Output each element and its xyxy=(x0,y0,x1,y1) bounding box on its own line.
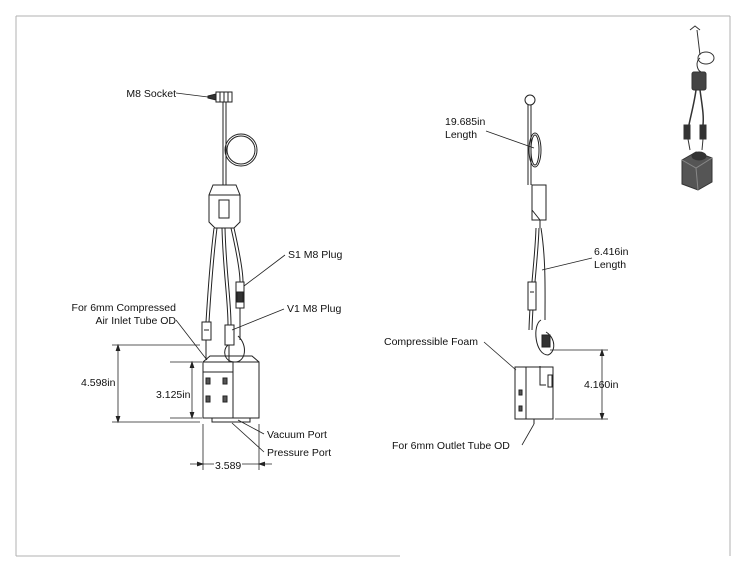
dim-body-height xyxy=(170,360,202,420)
label-compressible-foam: Compressible Foam xyxy=(384,336,478,348)
sheet-border xyxy=(15,15,731,557)
side-view xyxy=(483,94,608,446)
s1-m8-plug xyxy=(235,281,245,340)
side-plug xyxy=(527,281,537,311)
label-air-inlet-line1: For 6mm Compressed xyxy=(71,302,176,314)
thumb-body xyxy=(681,151,713,191)
dim-overall-height xyxy=(112,343,200,424)
side-body xyxy=(514,366,554,424)
splitter-block xyxy=(208,184,241,229)
label-pressure-port: Pressure Port xyxy=(267,447,332,459)
dim-body-width-value: 3.589 xyxy=(214,460,243,472)
side-leaders xyxy=(483,130,593,446)
label-branch-length-value: 6.416in xyxy=(594,246,629,258)
label-vacuum-port: Vacuum Port xyxy=(267,429,327,441)
side-splitter xyxy=(531,184,547,221)
label-m8-socket: M8 Socket xyxy=(126,88,176,100)
dim-body-height-value: 3.125in xyxy=(156,389,191,401)
label-v1-m8-plug: V1 M8 Plug xyxy=(287,303,342,315)
isometric-thumbnail xyxy=(681,25,715,191)
label-s1-m8-plug: S1 M8 Plug xyxy=(288,249,343,261)
side-connector-head xyxy=(524,94,536,106)
v1-m8-plug xyxy=(224,324,235,362)
air-inlet-fitting xyxy=(201,321,212,360)
cable-coil xyxy=(224,133,258,167)
m8-socket-connector xyxy=(207,91,233,103)
front-view xyxy=(112,91,286,470)
label-air-inlet-line2: Air Inlet Tube OD xyxy=(95,315,176,327)
dim-side-height xyxy=(550,348,608,421)
dim-side-height-value: 4.160in xyxy=(584,379,619,391)
side-cable-coil xyxy=(528,132,542,168)
ejector-block xyxy=(202,355,260,423)
label-cable-length-value: 19.685in xyxy=(445,116,486,128)
label-branch-length-word: Length xyxy=(594,259,627,271)
dim-overall-height-value: 4.598in xyxy=(81,377,116,389)
label-outlet-tube: For 6mm Outlet Tube OD xyxy=(392,440,510,452)
label-cable-length-word: Length xyxy=(445,129,478,141)
